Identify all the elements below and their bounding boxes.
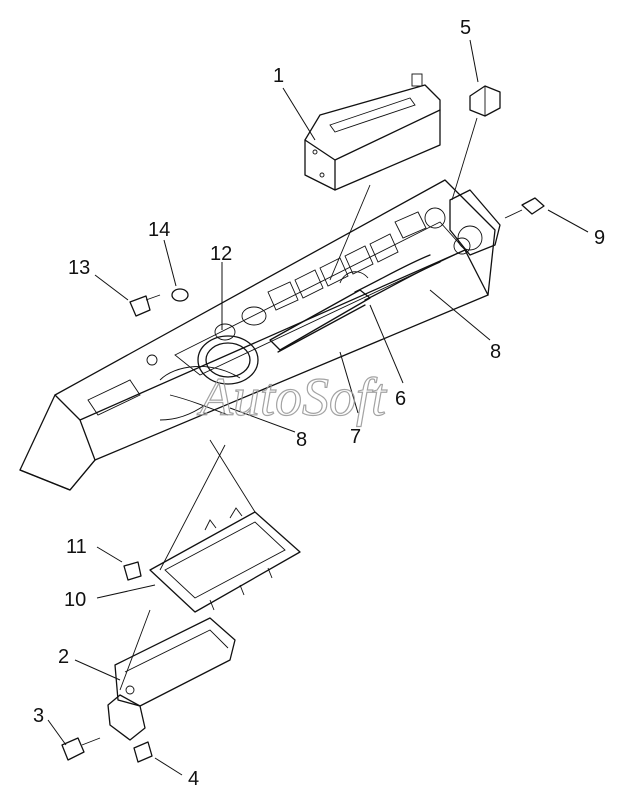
part-9-screw [504, 197, 545, 219]
part-4-screw [133, 741, 153, 763]
callout-12: 12 [210, 243, 232, 265]
leader-lines [47, 39, 589, 776]
callout-4: 4 [188, 768, 199, 790]
callout-13: 13 [68, 257, 90, 279]
callout-14: 14 [148, 219, 170, 241]
part-1-box [304, 73, 441, 191]
part-5-clip [469, 85, 501, 117]
callout-9: 9 [594, 227, 605, 249]
callout-5: 5 [460, 17, 471, 39]
callout-1: 1 [273, 65, 284, 87]
part-3-screw [61, 737, 101, 761]
callout-2: 2 [58, 646, 69, 668]
right-bracket [449, 189, 501, 256]
callout-11: 11 [66, 536, 87, 558]
part-11-screw [123, 561, 142, 581]
part-14-plug [171, 288, 189, 302]
callout-8-left: 8 [296, 429, 307, 451]
part-13-screw [129, 294, 161, 317]
callout-7: 7 [350, 426, 361, 448]
assembly-guides [119, 117, 478, 691]
callout-labels: 1 2 3 4 5 6 7 8 8 9 10 11 12 13 14 [33, 17, 605, 790]
callout-8-right: 8 [490, 341, 501, 363]
part-10-plate [149, 507, 301, 613]
watermark-text: AutoSoft [197, 367, 388, 427]
callout-10: 10 [64, 589, 86, 611]
wire-harness [269, 254, 441, 353]
part-12-grommet [159, 323, 259, 421]
callout-6: 6 [395, 388, 406, 410]
callout-3: 3 [33, 705, 44, 727]
part-2-bracket [107, 617, 236, 741]
console-panel [19, 179, 496, 491]
